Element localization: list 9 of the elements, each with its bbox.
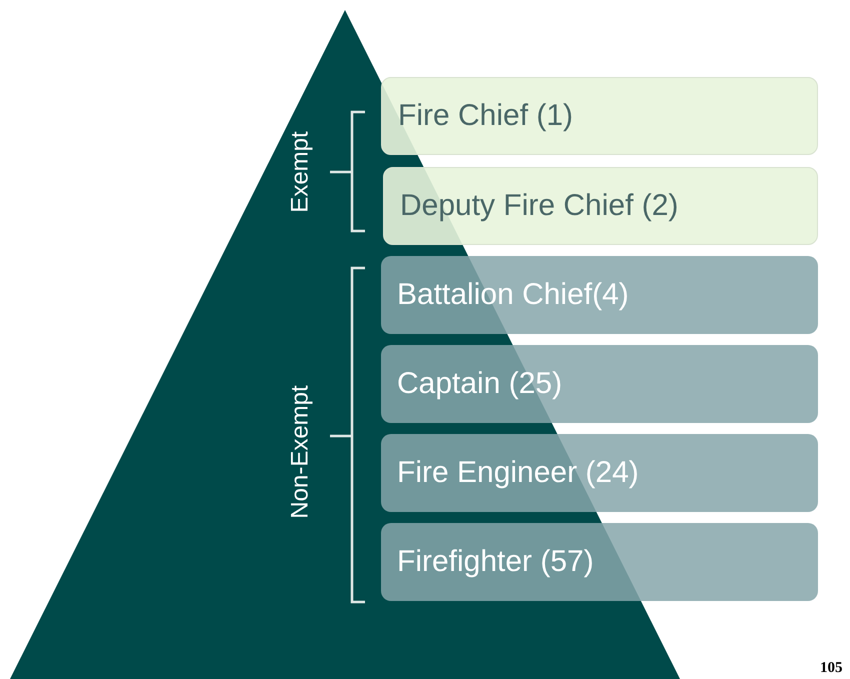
group-label: Non-Exempt (286, 385, 314, 519)
page-number: 105 (820, 660, 842, 677)
group-label: Exempt (286, 131, 314, 213)
rank-box: Firefighter (57) (381, 523, 818, 601)
rank-box: Captain (25) (381, 345, 818, 423)
rank-box: Fire Chief (1) (381, 77, 818, 155)
rank-box: Deputy Fire Chief (2) (383, 167, 818, 245)
rank-box: Fire Engineer (24) (381, 434, 818, 512)
rank-box: Battalion Chief(4) (381, 256, 818, 334)
